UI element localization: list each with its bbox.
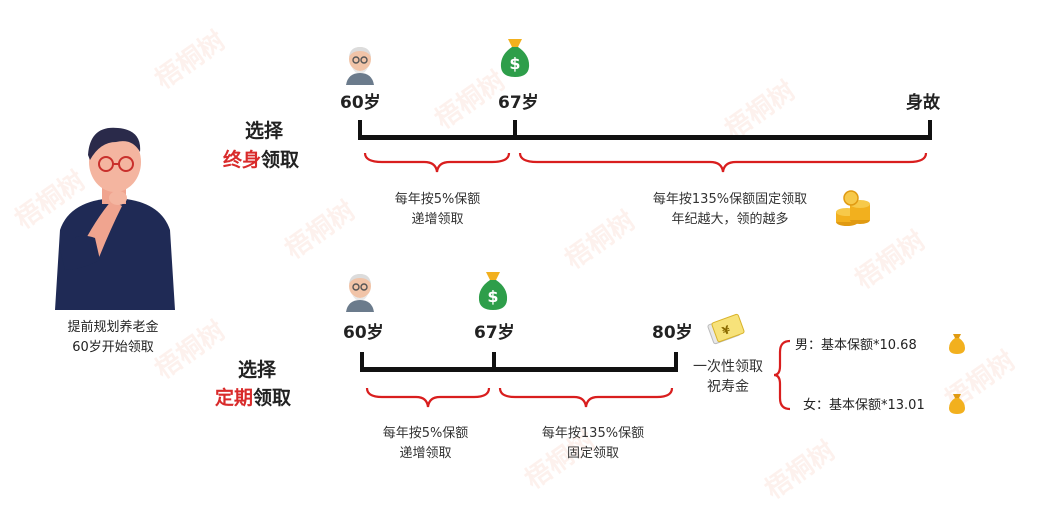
option1-phase1-text: 每年按5%保额 递增领取 [380,190,495,230]
option1-phase1-line2: 递增领取 [411,212,464,227]
option2-phase1-brace [365,387,491,408]
option1-tick-end [928,120,932,140]
option1-age-mid: 67岁 [498,93,539,113]
option2-phase2-text: 每年按135%保额 固定领取 [528,424,658,464]
option2-lump-line1: 一次性领取 [693,359,763,375]
watermark: 梧桐树 [559,205,641,276]
option1-phase2-line1: 每年按135%保额固定领取 [652,192,808,207]
option1-tick-start [358,120,362,140]
option1-timeline [358,135,932,140]
option2-highlight: 定期 [215,387,254,409]
gold-coins-icon [836,190,870,226]
option2-timeline [360,367,678,372]
option1-highlight: 终身 [223,149,262,171]
svg-text:$: $ [509,54,520,73]
money-bag-icon [949,334,965,354]
option1-suffix: 领取 [261,149,300,171]
option1-phase1-line1: 每年按5%保额 [394,192,481,207]
option1-phase2-brace [518,152,928,173]
option2-tick-end [674,352,678,372]
option2-lump-text: 一次性领取 祝寿金 [682,357,774,397]
watermark: 梧桐树 [279,195,361,266]
male-payout: 男：基本保额*10.68 [795,338,917,353]
money-bag-icon [949,394,965,414]
option2-lump-line2: 祝寿金 [707,379,749,395]
option2-phase2-line2: 固定领取 [566,446,619,461]
option1-phase1-brace [363,152,511,173]
watermark: 梧桐树 [849,225,931,296]
option2-phase1-line2: 递增领取 [399,446,452,461]
option2-phase2-brace [498,387,674,408]
watermark: 梧桐树 [759,435,841,506]
svg-text:$: $ [487,287,498,306]
option1-age-end: 身故 [906,93,940,113]
option1-tick-mid [513,120,517,140]
person-caption-line2: 60岁开始领取 [72,340,154,355]
person-caption-line1: 提前规划养老金 [67,320,159,335]
option1-title: 终身领取 [223,145,299,172]
option2-title-prefix: 选择 [238,359,277,381]
option2-phase2-line1: 每年按135%保额 [541,426,645,441]
watermark: 梧桐树 [149,25,231,96]
thinking-person-illustration [55,127,175,310]
option2-phase1-text: 每年按5%保额 递增领取 [368,424,483,464]
option2-phase1-line1: 每年按5%保额 [382,426,469,441]
option1-title-prefix: 选择 [245,120,284,142]
option1-phase2-line2: 年纪越大，领的越多 [671,212,789,227]
option2-suffix: 领取 [253,387,292,409]
option1-age-start: 60岁 [340,93,381,113]
cash-ticket-icon: ¥ [707,313,745,345]
svg-text:¥: ¥ [720,323,732,338]
money-bag-icon: $ [478,272,508,310]
option2-age-mid: 67岁 [474,323,515,343]
option2-title: 定期领取 [215,383,291,410]
elderly-man-icon [346,47,374,85]
person-caption: 提前规划养老金 60岁开始领取 [58,318,168,358]
money-bag-icon: $ [500,39,530,77]
option2-gender-brace [773,339,791,411]
option2-age-start: 60岁 [343,323,384,343]
elderly-man-icon [346,274,374,312]
female-payout: 女：基本保额*13.01 [803,398,925,413]
option2-tick-start [360,352,364,372]
option2-tick-mid [492,352,496,372]
option1-phase2-text: 每年按135%保额固定领取 年纪越大，领的越多 [630,190,830,230]
option2-age-end: 80岁 [652,323,693,343]
